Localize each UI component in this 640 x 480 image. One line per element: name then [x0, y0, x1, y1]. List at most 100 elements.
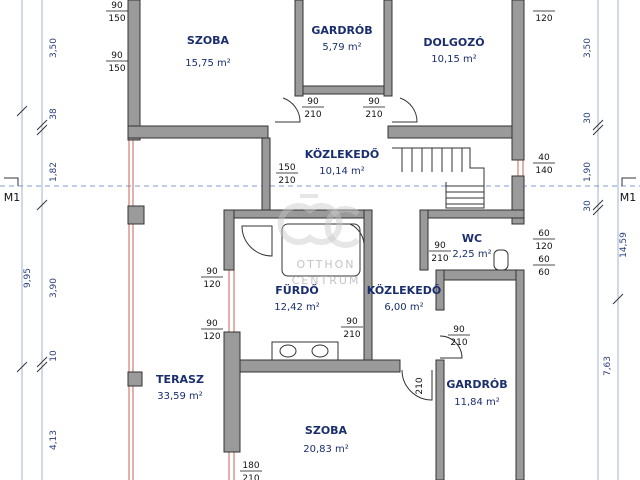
opening-bottom: 60	[538, 268, 550, 278]
right-dimension-label: 14,59	[619, 232, 629, 258]
door-swing-icon-4	[401, 369, 433, 401]
left-dimension-label: 38	[49, 108, 59, 120]
room-area-szoba-bottom: 20,83 m²	[303, 444, 349, 455]
room-area-terasz: 33,59 m²	[157, 391, 203, 402]
door-height-label: 210	[415, 377, 425, 394]
opening-top: 150	[278, 163, 295, 173]
door-swing-icon-2	[392, 97, 418, 123]
room-labels: SZOBA 15,75 m² GARDRÓB 5,79 m² DOLGOZÓ 10,15 …	[156, 24, 508, 455]
opening-dimension: 120	[533, 10, 555, 24]
right-dimension-label: 30	[583, 200, 593, 212]
opening-bottom: 210	[343, 330, 360, 340]
right-dimension-label: 30	[583, 112, 593, 124]
opening-bottom: 120	[203, 280, 220, 290]
opening-bottom: 120	[535, 14, 552, 24]
room-area-kozlekedo-2: 6,00 m²	[384, 302, 423, 313]
opening-top: 180	[242, 461, 259, 471]
logo-line-2: CENTRUM	[292, 274, 361, 287]
opening-bottom: 210	[450, 338, 467, 348]
opening-top: 60	[538, 255, 550, 265]
section-marker-right-icon	[621, 177, 636, 186]
walls	[127, 0, 525, 480]
right-dimension-label: 7,63	[603, 356, 613, 376]
stairs-icon	[392, 147, 485, 209]
opening-bottom: 210	[365, 110, 382, 120]
room-name-gardrob-right: GARDRÓB	[446, 378, 507, 391]
room-area-dolgozo: 10,15 m²	[431, 54, 477, 65]
bathroom-fixtures	[241, 223, 509, 361]
room-name-szoba-top: SZOBA	[187, 34, 230, 47]
opening-top: 90	[111, 1, 123, 11]
side-dimension-labels: 3,50 38 1,82 9,95 3,90 10 4,13 3,50 30 1,90 30 14,5…	[23, 38, 629, 450]
room-name-wc: WC	[462, 232, 482, 245]
right-dimension-label: 3,50	[583, 38, 593, 58]
room-area-gardrob-right: 11,84 m²	[454, 397, 500, 408]
opening-top: 90	[307, 97, 319, 107]
opening-top: 40	[538, 153, 550, 163]
opening-dimension: 180 210	[240, 461, 262, 480]
opening-bottom: 140	[535, 166, 552, 176]
left-dimension-label: 9,95	[23, 268, 33, 288]
room-area-szoba-top: 15,75 m²	[185, 58, 231, 69]
left-dimension-label: 3,50	[49, 38, 59, 58]
opening-bottom: 210	[431, 254, 448, 264]
logo-line-1: OTTHON	[296, 258, 355, 271]
opening-labels: 9015090150120902109021015021040140601206…	[106, 1, 555, 480]
opening-bottom: 210	[278, 176, 295, 186]
left-dimension-label: 10	[49, 350, 59, 362]
room-name-gardrob-top: GARDRÓB	[311, 24, 372, 37]
room-name-terasz: TERASZ	[156, 373, 204, 386]
opening-bottom: 210	[304, 110, 321, 120]
opening-bottom: 120	[203, 332, 220, 342]
opening-bottom: 150	[108, 14, 125, 24]
double-sink-icon	[271, 341, 339, 361]
left-dimension-label: 3,90	[49, 278, 59, 298]
opening-top: 90	[206, 267, 218, 277]
opening-bottom: 150	[108, 64, 125, 74]
dimension-ticks	[16, 105, 624, 373]
section-label-right: M1	[620, 191, 637, 204]
room-name-furdo: FÜRDŐ	[275, 283, 318, 297]
doors	[275, 97, 463, 401]
room-area-furdo: 12,42 m²	[274, 302, 320, 313]
door-swing-icon-3	[439, 335, 463, 359]
section-label-left: M1	[4, 191, 21, 204]
opening-bottom: 120	[535, 242, 552, 252]
opening-top: 90	[434, 241, 446, 251]
opening-top: 60	[538, 229, 550, 239]
otthon-centrum-logo: OTTHON CENTRUM	[277, 194, 361, 287]
shower-icon	[241, 225, 273, 257]
right-dimension-label: 1,90	[583, 162, 593, 182]
room-name-dolgozo: DOLGOZÓ	[423, 36, 484, 49]
room-name-kozlekedo-1: KÖZLEKEDŐ	[305, 147, 379, 161]
bathtub-icon	[281, 223, 361, 277]
opening-top: 90	[346, 317, 358, 327]
room-area-wc: 2,25 m²	[452, 249, 491, 260]
room-area-gardrob-top: 5,79 m²	[322, 42, 361, 53]
opening-top: 90	[453, 325, 465, 335]
left-dimension-label: 1,82	[49, 162, 59, 182]
opening-bottom: 210	[242, 474, 259, 480]
room-name-kozlekedo-2: KÖZLEKEDŐ	[367, 283, 441, 297]
room-area-kozlekedo-1: 10,14 m²	[319, 166, 365, 177]
left-dimension-label: 4,13	[49, 430, 59, 450]
door-swing-icon	[275, 97, 301, 123]
opening-top: 90	[111, 51, 123, 61]
opening-top: 90	[368, 97, 380, 107]
opening-top: 90	[206, 319, 218, 329]
section-marker-left-icon	[4, 177, 19, 186]
